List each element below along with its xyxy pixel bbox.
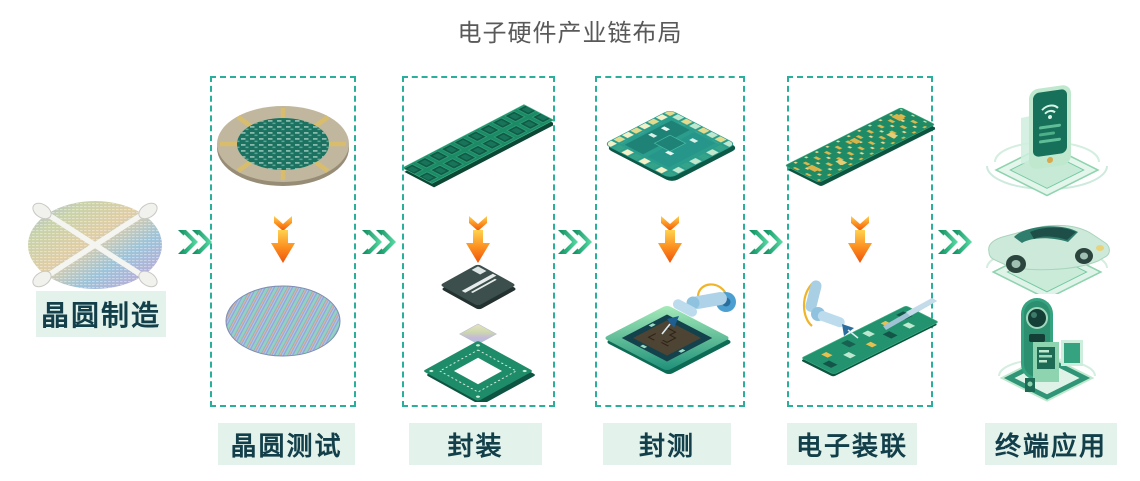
double-chevron-right-icon xyxy=(938,230,972,254)
stage-box-packaging xyxy=(402,76,555,407)
double-arrow-down-icon xyxy=(658,216,682,263)
double-chevron-right-icon xyxy=(178,230,212,254)
double-arrow-down-icon xyxy=(466,216,490,263)
stage-label-package-testing: 封测 xyxy=(603,423,731,465)
smart-kiosk-illustration xyxy=(986,85,1108,197)
double-arrow-down-icon xyxy=(271,216,295,263)
stage-label-wafer-manufacturing: 晶圆制造 xyxy=(36,291,166,337)
stage-label-wafer-testing: 晶圆测试 xyxy=(218,423,355,465)
double-chevron-right-icon xyxy=(362,230,396,254)
stage-label-terminal-applications: 终端应用 xyxy=(985,423,1117,465)
wafer-on-probe-card-illustration xyxy=(217,106,349,186)
double-arrow-down-icon xyxy=(848,216,872,263)
tested-wafer-illustration xyxy=(225,285,341,357)
chip-probe-testing-illustration xyxy=(605,283,736,375)
stage-box-electronic-assembly xyxy=(787,76,933,407)
stage-box-package-testing xyxy=(595,76,745,407)
double-chevron-right-icon xyxy=(749,230,783,254)
double-chevron-right-icon xyxy=(558,230,592,254)
stage-label-electronic-assembly: 电子装联 xyxy=(787,423,917,465)
substrate-panel-illustration xyxy=(606,111,736,181)
wafer-manufacturing-illustration xyxy=(28,201,162,289)
stage-box-wafer-testing xyxy=(210,76,356,407)
stage-label-packaging: 封装 xyxy=(409,423,542,465)
pcb-assembly-robot-illustration xyxy=(801,280,938,377)
chip-package-exploded-illustration xyxy=(424,264,535,402)
smart-car-illustration xyxy=(986,224,1110,294)
smart-camera-robot-illustration xyxy=(998,298,1096,402)
bare-pcb-illustration xyxy=(785,107,935,186)
page-title: 电子硬件产业链布局 xyxy=(457,20,683,47)
leadframe-strip-illustration xyxy=(403,104,553,188)
